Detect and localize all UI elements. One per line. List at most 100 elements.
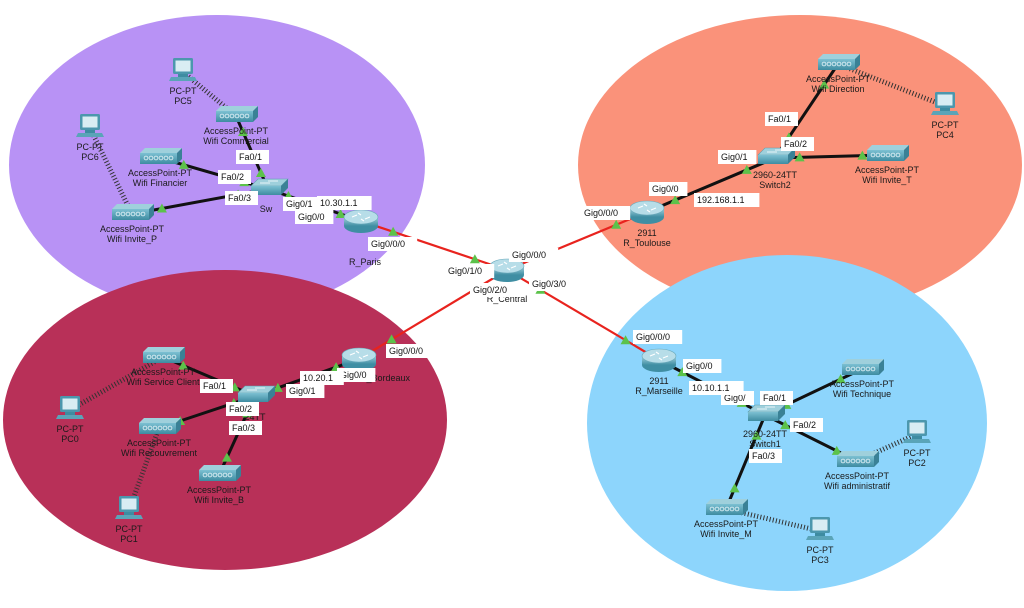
port-label: Fa0/3 xyxy=(225,191,258,205)
link-status-indicator xyxy=(677,367,688,377)
link-r_central-r_paris[interactable] xyxy=(360,219,508,272)
port-label-text: Gig0/0/0 xyxy=(371,239,405,249)
port-label: Gig0/0/0 xyxy=(633,330,683,344)
link-status-indicator xyxy=(741,164,752,174)
pc-icon xyxy=(56,396,84,419)
link-r_toulouse-switch2[interactable] xyxy=(646,156,776,214)
device-name-label: Sw xyxy=(260,204,273,214)
access-point-icon xyxy=(143,347,185,363)
link-switch1-ap_invite_m[interactable] xyxy=(724,414,767,510)
device-name-label: Wifi Recouvrement xyxy=(121,448,198,458)
port-label: Gig0/2/0 xyxy=(470,283,520,297)
access-point-icon xyxy=(140,148,182,164)
device-model-label: AccessPoint-PT xyxy=(128,168,193,178)
ip-address-label: 10.20.1 xyxy=(300,371,344,385)
access-point-icon xyxy=(818,54,860,70)
port-label: Gig0/0 xyxy=(337,368,376,382)
device-model-label: PC-PT xyxy=(57,424,85,434)
port-label: Gig0/1 xyxy=(286,384,325,398)
access-point-icon xyxy=(139,418,181,434)
link-status-indicator xyxy=(751,430,762,440)
device-r_central[interactable]: R_Central xyxy=(487,258,528,304)
link-status-indicator xyxy=(255,167,266,177)
device-model-label: AccessPoint-PT xyxy=(855,165,920,175)
link-status-indicator xyxy=(819,79,830,89)
device-model-label: 24TT xyxy=(244,412,266,422)
router-icon xyxy=(629,200,665,224)
device-model-label: AccessPoint-PT xyxy=(204,126,269,136)
port-label: Gig0/1 xyxy=(718,150,757,164)
port-label: Gig0/0/0 xyxy=(509,248,559,262)
link-status-indicator xyxy=(221,452,232,462)
ip-address-label: 192.168.1.1 xyxy=(694,193,760,207)
link-status-indicator xyxy=(857,150,868,160)
device-model-label: 2960-24TT xyxy=(753,170,798,180)
device-r_bordeaux[interactable]: R_Bordeaux xyxy=(341,347,411,383)
device-model-label: PC-PT xyxy=(116,524,144,534)
device-model-label: 2911 xyxy=(637,228,656,238)
link-status-indicator xyxy=(386,334,397,344)
port-label: Fa0/2 xyxy=(218,170,251,184)
device-name-label: R_Central xyxy=(487,294,528,304)
device-model-label: AccessPoint-PT xyxy=(694,519,759,529)
device-name-label: Wifi Technique xyxy=(833,389,891,399)
port-label-text: Gig0/1/0 xyxy=(448,266,482,276)
pc-icon xyxy=(903,420,931,443)
device-name-label: Wifi Commercial xyxy=(203,136,269,146)
switch-icon xyxy=(747,404,786,421)
device-name-label: Switch2 xyxy=(759,180,791,190)
pc-icon xyxy=(806,517,834,540)
ip-address-label: 10.30.1.1 xyxy=(317,196,372,210)
router-icon xyxy=(489,258,525,282)
port-label: Gig0/3/0 xyxy=(529,277,579,291)
copper-link xyxy=(646,156,776,214)
port-label-text: Gig0/1 xyxy=(721,152,748,162)
device-name-label: Wifi Invite_T xyxy=(862,175,912,185)
ip-address-label: 10.10.1.1 xyxy=(689,381,744,395)
device-r_paris[interactable]: R_Paris xyxy=(343,209,382,267)
port-label-text: Fa0/1 xyxy=(768,114,791,124)
link-status-indicator xyxy=(156,203,167,213)
router-icon xyxy=(641,348,677,372)
port-label-text: Gig0/2/0 xyxy=(473,285,507,295)
link-status-indicator xyxy=(831,445,842,455)
port-label-text: Gig0/0 xyxy=(298,212,325,222)
access-point-icon xyxy=(706,499,748,515)
link-status-indicator xyxy=(178,360,189,370)
device-sw_paris[interactable]: Sw xyxy=(250,178,289,214)
access-point-icon xyxy=(199,465,241,481)
device-name-label: R_Toulouse xyxy=(623,238,671,248)
port-label: Gig0/0 xyxy=(683,359,722,373)
link-status-indicator xyxy=(611,219,622,229)
serial-link xyxy=(360,219,508,272)
device-model-label: AccessPoint-PT xyxy=(131,367,196,377)
link-ap_administratif-pc2[interactable] xyxy=(855,431,919,464)
port-label-text: Gig0/1 xyxy=(289,386,316,396)
ip-address-label-text: 10.10.1.1 xyxy=(692,383,730,393)
access-point-icon xyxy=(867,145,909,161)
port-label: Fa0/3 xyxy=(749,449,782,463)
zone-paris xyxy=(9,15,425,315)
